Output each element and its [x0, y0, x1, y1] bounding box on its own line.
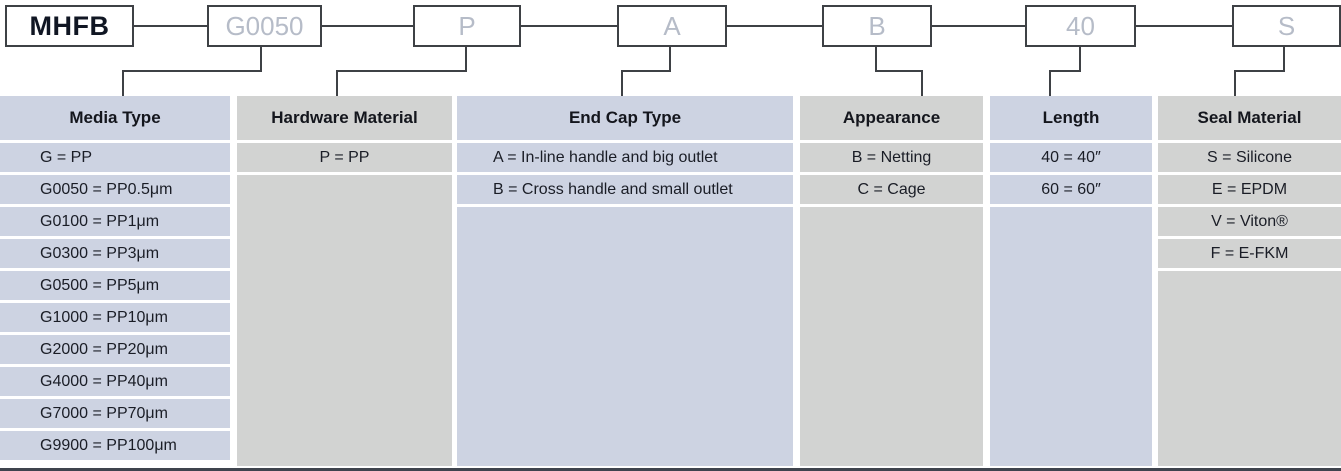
- column-filler: [1158, 271, 1341, 466]
- option-row: F = E-FKM: [1158, 239, 1341, 268]
- column-header: Media Type: [0, 96, 230, 140]
- option-row: B = Netting: [800, 143, 983, 172]
- column-hardware-material: Hardware Material P = PP: [237, 96, 452, 466]
- option-row: C = Cage: [800, 175, 983, 204]
- column-length: Length 40 = 40″ 60 = 60″: [990, 96, 1152, 466]
- option-row: G0100 = PP1μm: [0, 207, 230, 236]
- option-row: G1000 = PP10μm: [0, 303, 230, 332]
- segment-box-media-type: G0050: [207, 5, 322, 47]
- segment-box-length: 40: [1025, 5, 1136, 47]
- column-media-type: Media Type G = PP G0050 = PP0.5μm G0100 …: [0, 96, 230, 460]
- column-header: Length: [990, 96, 1152, 140]
- option-row: G7000 = PP70μm: [0, 399, 230, 428]
- column-filler: [990, 207, 1152, 466]
- column-filler: [457, 207, 793, 466]
- option-row: G2000 = PP20μm: [0, 335, 230, 364]
- column-seal-material: Seal Material S = Silicone E = EPDM V = …: [1158, 96, 1341, 466]
- option-row: 40 = 40″: [990, 143, 1152, 172]
- option-row: G0050 = PP0.5μm: [0, 175, 230, 204]
- segment-box-seal-material: S: [1232, 5, 1341, 47]
- option-row: B = Cross handle and small outlet: [457, 175, 793, 204]
- option-row: V = Viton®: [1158, 207, 1341, 236]
- column-header: Seal Material: [1158, 96, 1341, 140]
- option-row: G9900 = PP100μm: [0, 431, 230, 460]
- column-header: Hardware Material: [237, 96, 452, 140]
- option-row: G0500 = PP5μm: [0, 271, 230, 300]
- option-row: A = In-line handle and big outlet: [457, 143, 793, 172]
- part-prefix-box: MHFB: [5, 5, 134, 47]
- option-row: E = EPDM: [1158, 175, 1341, 204]
- option-row: S = Silicone: [1158, 143, 1341, 172]
- column-filler: [800, 207, 983, 466]
- option-row: G0300 = PP3μm: [0, 239, 230, 268]
- column-end-cap-type: End Cap Type A = In-line handle and big …: [457, 96, 793, 466]
- column-header: Appearance: [800, 96, 983, 140]
- column-header: End Cap Type: [457, 96, 793, 140]
- column-filler: [237, 175, 452, 466]
- option-row: P = PP: [237, 143, 452, 172]
- segment-box-appearance: B: [822, 5, 932, 47]
- segment-box-hardware-material: P: [413, 5, 521, 47]
- option-row: G = PP: [0, 143, 230, 172]
- bottom-cutoff-divider: [0, 468, 1341, 471]
- column-appearance: Appearance B = Netting C = Cage: [800, 96, 983, 466]
- option-row: 60 = 60″: [990, 175, 1152, 204]
- option-row: G4000 = PP40μm: [0, 367, 230, 396]
- segment-box-end-cap-type: A: [617, 5, 727, 47]
